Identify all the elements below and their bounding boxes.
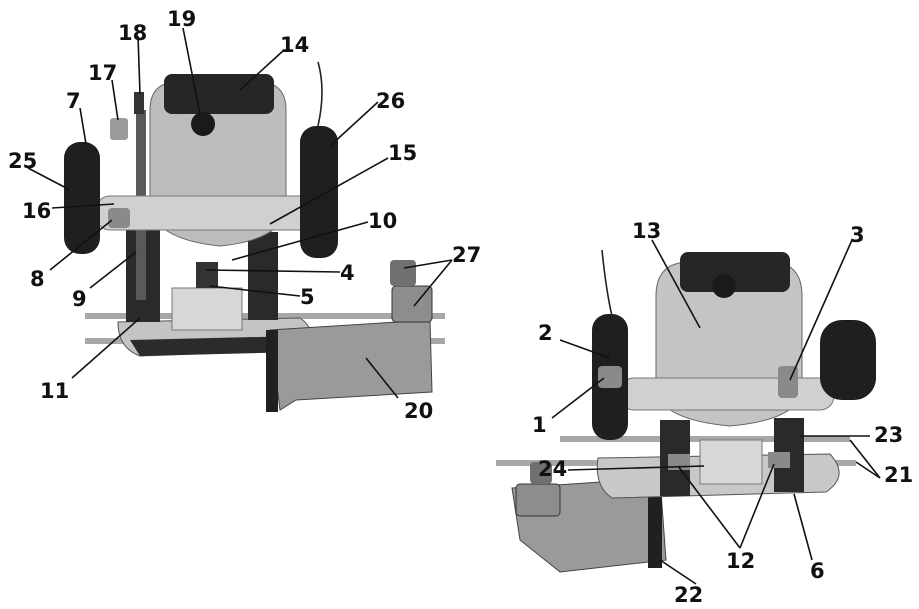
right-parallel-guide-fence — [648, 488, 662, 568]
callout-26: 26 — [376, 89, 405, 113]
right-handle-right — [820, 320, 876, 400]
right-power-cord — [601, 249, 613, 317]
column-right — [248, 232, 278, 320]
callout-13: 13 — [632, 219, 661, 243]
callout-20: 20 — [404, 399, 433, 423]
on-off-switch — [598, 366, 622, 388]
callout-25: 25 — [8, 149, 37, 173]
chip-guard — [699, 439, 763, 485]
plunge-lock-lever — [108, 208, 130, 228]
base-plate-edge — [130, 336, 300, 356]
leader-lines — [27, 27, 881, 585]
callout-10: 10 — [368, 209, 397, 233]
callout-23: 23 — [874, 423, 903, 447]
callout-1: 1 — [532, 413, 547, 437]
fine-adjust-knob — [134, 92, 144, 114]
right-guide-rod-upper — [560, 436, 850, 442]
power-cord — [317, 61, 323, 127]
callout-19: 19 — [167, 7, 196, 31]
right-router-illustration — [496, 249, 876, 573]
callout-numbers: 7 17 18 19 14 26 15 25 16 8 9 10 4 5 11 … — [8, 7, 913, 607]
callout-21: 21 — [884, 463, 913, 487]
right-guide-knob — [530, 462, 552, 484]
right-speed-dial — [712, 274, 736, 298]
collet — [196, 262, 218, 288]
callout-4: 4 — [340, 261, 355, 285]
collet-guard — [171, 287, 243, 331]
wrench-holder-right — [768, 452, 790, 468]
lock-lever — [778, 366, 798, 398]
callout-17: 17 — [88, 61, 117, 85]
right-handle-crossbar — [619, 377, 835, 411]
callout-3: 3 — [850, 223, 865, 247]
depth-stop-knob — [110, 118, 128, 140]
callout-2: 2 — [538, 321, 553, 345]
callout-24: 24 — [538, 457, 567, 481]
guide-knob — [390, 260, 416, 286]
callout-8: 8 — [30, 267, 45, 291]
callout-5: 5 — [300, 285, 315, 309]
handle-right — [300, 126, 338, 258]
callout-18: 18 — [118, 21, 147, 45]
callout-7: 7 — [66, 89, 81, 113]
callout-16: 16 — [22, 199, 51, 223]
handle-left — [64, 142, 100, 254]
callout-14: 14 — [280, 33, 309, 57]
motor-cap — [164, 74, 274, 114]
callout-6: 6 — [810, 559, 825, 583]
callout-27: 27 — [452, 243, 481, 267]
right-guide-clamp — [515, 483, 561, 517]
parallel-guide — [269, 319, 433, 411]
callout-15: 15 — [388, 141, 417, 165]
parallel-guide-fence — [266, 330, 278, 412]
callout-22: 22 — [674, 583, 703, 607]
callout-12: 12 — [726, 549, 755, 573]
callout-9: 9 — [72, 287, 87, 311]
left-router-illustration — [64, 61, 445, 412]
speed-dial — [191, 112, 215, 136]
callout-11: 11 — [40, 379, 69, 403]
right-motor-cap — [680, 252, 790, 292]
